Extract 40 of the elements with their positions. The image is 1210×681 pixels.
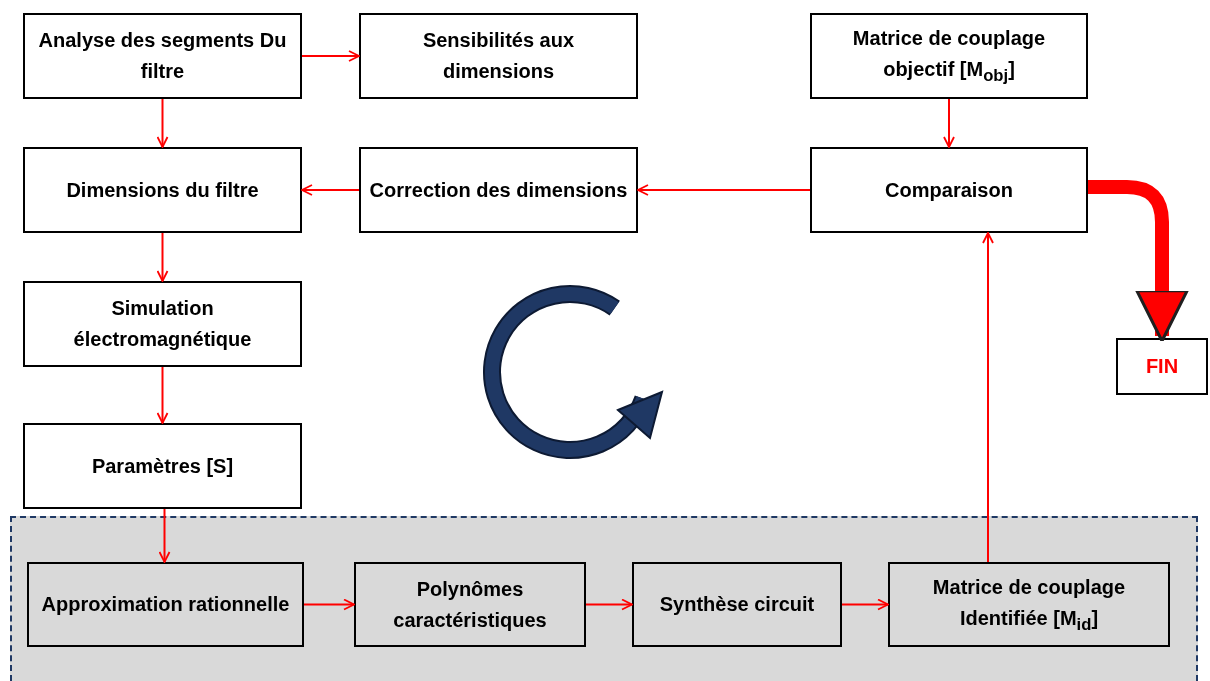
process-box xyxy=(810,147,1088,233)
process-box xyxy=(27,562,304,647)
thick-arrow xyxy=(1088,180,1189,343)
box-label: Matrice de couplage objectif [M$_{obj}$] xyxy=(851,26,1047,88)
group-panel xyxy=(10,516,1198,681)
arrow xyxy=(637,184,811,196)
arrow xyxy=(585,598,633,611)
box-label: Synthèse circuit xyxy=(658,592,816,617)
arrow xyxy=(301,184,360,196)
process-box xyxy=(888,562,1170,647)
process-box xyxy=(1116,338,1208,395)
arrow xyxy=(943,98,955,148)
box-label: Matrice de couplage Identifiée [M$_{id}$] xyxy=(931,574,1127,636)
box-label: Comparaison xyxy=(884,177,1014,203)
process-box xyxy=(354,562,586,647)
box-label: Analyse des segments Du filtre xyxy=(37,28,288,84)
box-label: FIN xyxy=(1144,354,1180,379)
arrow xyxy=(841,598,889,611)
box-label: Sensibilités aux dimensions xyxy=(421,28,576,84)
box-label: Approximation rationnelle xyxy=(40,592,291,617)
process-box xyxy=(23,281,302,367)
box-label: Dimensions du filtre xyxy=(65,177,260,203)
process-box xyxy=(23,423,302,509)
box-label: Paramètres [S] xyxy=(90,453,235,479)
box-label: Correction des dimensions xyxy=(368,177,629,203)
process-box xyxy=(810,13,1088,99)
arrow xyxy=(156,232,169,282)
arrow xyxy=(156,98,169,148)
arrow xyxy=(301,50,360,62)
box-label: Simulation électromagnétique xyxy=(72,296,253,352)
process-box xyxy=(23,13,302,99)
process-box xyxy=(23,147,302,233)
arrow xyxy=(303,598,355,611)
process-box xyxy=(359,13,638,99)
box-label: Polynômes caractéristiques xyxy=(392,576,548,633)
arrow xyxy=(158,508,171,563)
arrow xyxy=(156,366,169,424)
process-box xyxy=(632,562,842,647)
process-box xyxy=(359,147,638,233)
arrow xyxy=(982,232,994,563)
